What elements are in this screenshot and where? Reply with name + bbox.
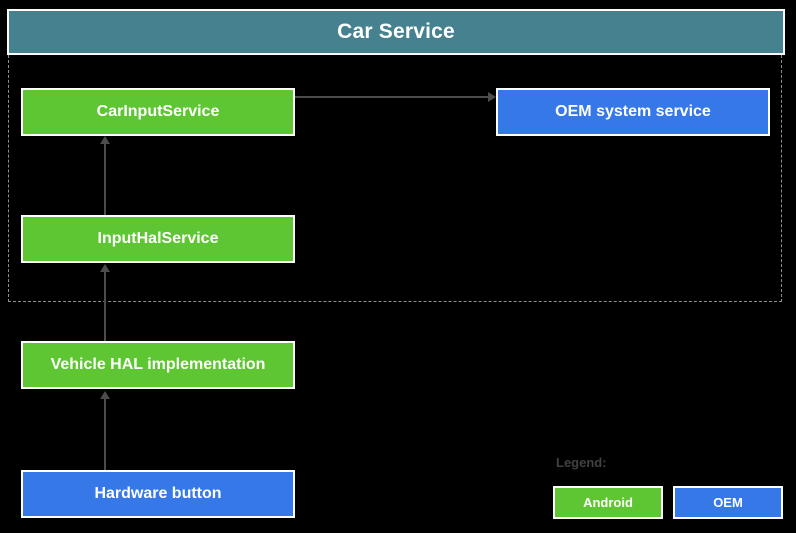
node-label: OEM system service — [555, 103, 711, 120]
node-vehicle-hal-implementation: Vehicle HAL implementation — [21, 341, 295, 389]
diagram-title: Car Service — [337, 20, 455, 43]
legend-swatch-oem: OEM — [673, 486, 783, 519]
node-hardware-button: Hardware button — [21, 470, 295, 518]
arrowhead-carinput-to-oem — [488, 92, 496, 102]
connector-inputhal-to-carinput — [104, 143, 106, 215]
title-bar: Car Service — [7, 9, 785, 55]
arrowhead-vehiclehal-to-inputhal — [100, 264, 110, 272]
legend-item-label: Android — [583, 495, 633, 510]
node-oem-system-service: OEM system service — [496, 88, 770, 136]
arrowhead-inputhal-to-carinput — [100, 136, 110, 144]
connector-vehiclehal-to-inputhal — [104, 271, 106, 341]
node-label: Hardware button — [94, 485, 222, 502]
car-service-dashed-boundary — [8, 55, 782, 302]
arrowhead-hwbutton-to-vehiclehal — [100, 391, 110, 399]
connector-hwbutton-to-vehiclehal — [104, 398, 106, 470]
connector-carinput-to-oem — [295, 96, 489, 98]
legend-item-label: OEM — [713, 495, 743, 510]
legend-label: Legend: — [556, 455, 607, 470]
node-input-hal-service: InputHalService — [21, 215, 295, 263]
node-label: InputHalService — [97, 230, 219, 247]
node-label: Vehicle HAL implementation — [50, 356, 266, 373]
legend-swatch-android: Android — [553, 486, 663, 519]
node-car-input-service: CarInputService — [21, 88, 295, 136]
node-label: CarInputService — [96, 103, 220, 120]
